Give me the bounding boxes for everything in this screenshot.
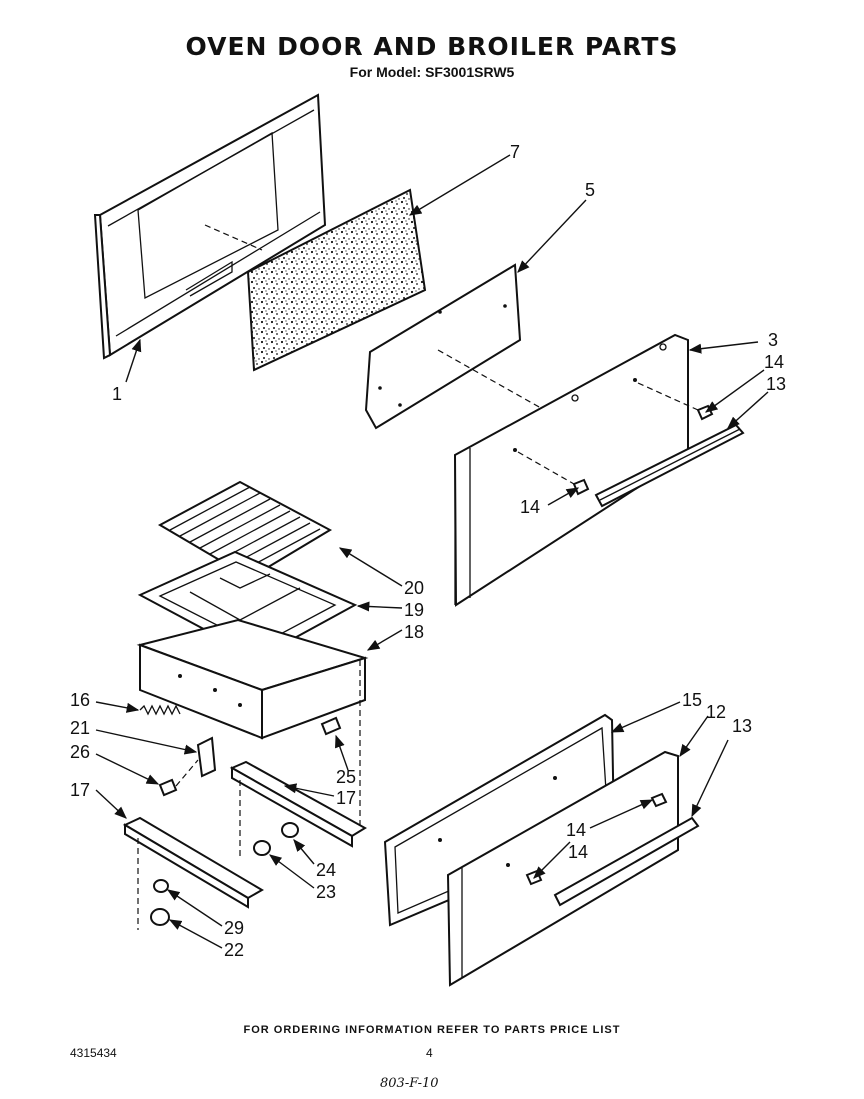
broiler-latch (196, 736, 217, 778)
callout-14-lower-a: 14 (566, 820, 586, 840)
outer-door-panel (453, 333, 689, 607)
callout-labels: 1 7 5 3 14 13 14 20 19 18 16 21 26 25 17… (70, 142, 786, 960)
callout-20: 20 (404, 578, 424, 598)
callout-22: 22 (224, 940, 244, 960)
model-subtitle: For Model: SF3001SRW5 (349, 64, 515, 80)
document-number: 4315434 (70, 1046, 117, 1060)
callout-leaders (95, 154, 769, 949)
latch-screw (158, 759, 199, 797)
callout-12: 12 (706, 702, 726, 722)
broiler-rail-right (229, 660, 367, 860)
broiler-rail-left (122, 816, 264, 930)
left-roller-and-bushing (150, 879, 170, 926)
page-number: 4 (426, 1046, 433, 1060)
callout-14-mid: 14 (520, 497, 540, 517)
callout-26: 26 (70, 742, 90, 762)
callout-18: 18 (404, 622, 424, 642)
callout-15: 15 (682, 690, 702, 710)
door-handle-lower (553, 816, 700, 907)
page-title: OVEN DOOR AND BROILER PARTS (185, 32, 679, 61)
callout-17-right: 17 (336, 788, 356, 808)
callout-16: 16 (70, 690, 90, 710)
broiler-spring (139, 704, 181, 716)
door-handle-upper (594, 423, 745, 508)
callout-17-left: 17 (70, 780, 90, 800)
callout-13-upper: 13 (766, 374, 786, 394)
rail-roller-and-bushing (253, 822, 299, 856)
callout-25: 25 (336, 767, 356, 787)
callout-3: 3 (768, 330, 778, 350)
callout-21: 21 (70, 718, 90, 738)
ordering-note: FOR ORDERING INFORMATION REFER TO PARTS … (243, 1024, 621, 1036)
door-insulation (246, 188, 427, 372)
callout-1: 1 (112, 384, 122, 404)
broiler-pan (136, 618, 369, 740)
callout-14-lower-b: 14 (568, 842, 588, 862)
callout-14-upper: 14 (764, 352, 784, 372)
callout-24: 24 (316, 860, 336, 880)
callout-19: 19 (404, 600, 424, 620)
callout-29: 29 (224, 918, 244, 938)
callout-7: 7 (510, 142, 520, 162)
door-liner-panel (364, 263, 549, 430)
handwritten-note: 803-F-10 (380, 1076, 439, 1091)
callout-23: 23 (316, 882, 336, 902)
broiler-door-outer-panel (446, 750, 679, 987)
broiler-clip (320, 716, 342, 736)
oven-door-inner-panel (93, 93, 327, 360)
callout-13-lower: 13 (732, 716, 752, 736)
callout-5: 5 (585, 180, 595, 200)
